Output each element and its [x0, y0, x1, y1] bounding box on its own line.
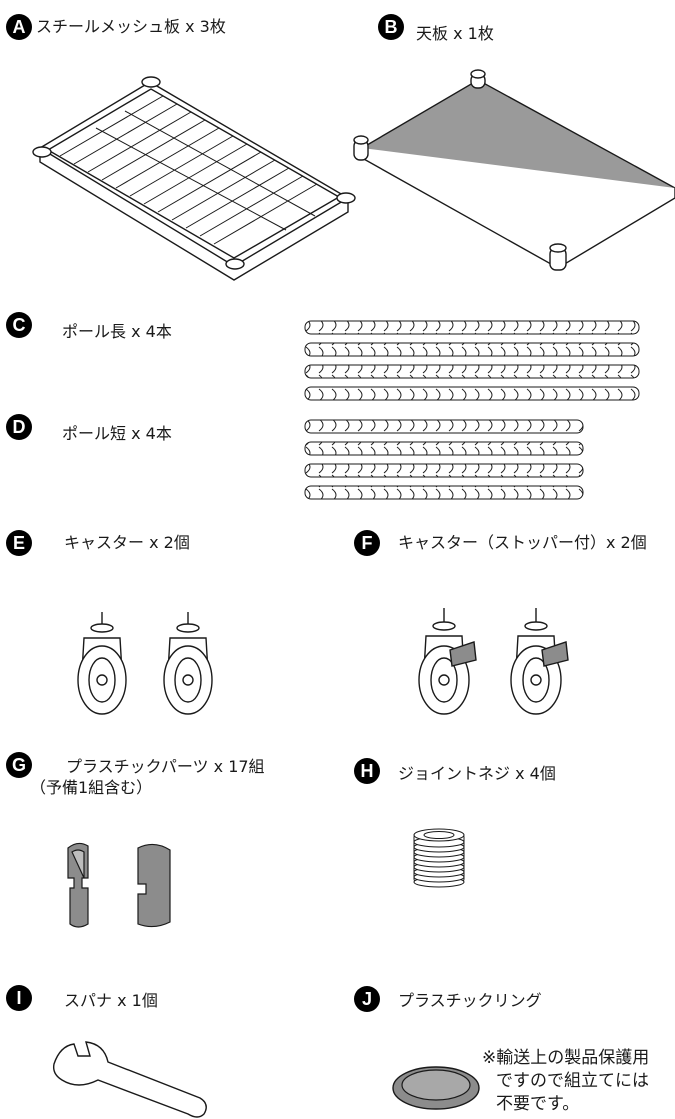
badge-h: H: [354, 758, 380, 784]
spanner-icon: [52, 1041, 207, 1118]
plastic-sleeve-icon: [67, 842, 171, 928]
badge-f: F: [354, 530, 380, 556]
part-i-label: スパナ x 1個: [64, 991, 158, 1010]
long-pole-icon: [304, 320, 640, 401]
badge-d: D: [6, 414, 32, 440]
short-pole-icon: [304, 419, 584, 500]
steel-mesh-shelf-icon: [32, 76, 356, 281]
note-line-1: ※輸送上の製品保護用: [482, 1048, 650, 1068]
note-line-2: ですので組立てには: [496, 1071, 649, 1091]
top-board-icon: [353, 69, 675, 271]
caster-with-stopper-icon: [418, 608, 569, 715]
badge-i: I: [6, 985, 32, 1011]
note-line-3: 不要です。: [496, 1094, 580, 1114]
badge-j: J: [354, 986, 380, 1012]
part-j-label: プラスチックリング: [398, 991, 542, 1010]
badge-b: B: [378, 14, 404, 40]
part-g-label-2: （予備1組含む）: [30, 778, 153, 797]
joint-screw-icon: [413, 828, 465, 888]
part-b-label: 天板 x 1枚: [416, 24, 494, 43]
badge-a: A: [6, 14, 32, 40]
part-d-label: ポール短 x 4本: [62, 424, 172, 443]
badge-g: G: [6, 752, 32, 778]
part-a-label: スチールメッシュ板 x 3枚: [36, 17, 226, 36]
plastic-ring-icon: [392, 1066, 480, 1110]
part-g-label: プラスチックパーツ x 17組: [66, 757, 265, 776]
part-f-label: キャスター（ストッパー付）x 2個: [398, 533, 647, 552]
badge-e: E: [6, 530, 32, 556]
part-h-label: ジョイントネジ x 4個: [398, 764, 556, 783]
part-c-label: ポール長 x 4本: [62, 322, 172, 341]
caster-icon: [77, 612, 213, 715]
part-e-label: キャスター x 2個: [64, 533, 190, 552]
badge-c: C: [6, 312, 32, 338]
